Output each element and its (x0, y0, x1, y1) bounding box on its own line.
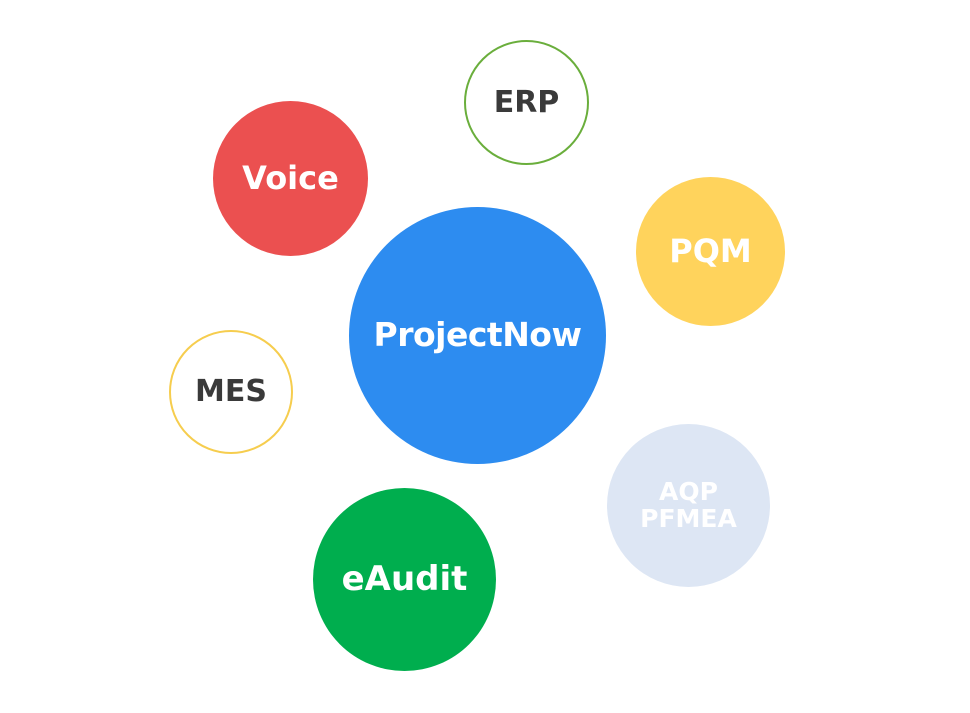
aqp-label-line: AQP (659, 477, 718, 507)
erp-bubble: ERP (464, 40, 589, 165)
aqp-pfmea-bubble: AQP PFMEA (607, 424, 770, 587)
voice-bubble: Voice (213, 101, 368, 256)
eaudit-label: eAudit (341, 558, 468, 599)
projectnow-center-bubble: ProjectNow (349, 207, 606, 464)
pqm-bubble: PQM (636, 177, 785, 326)
voice-label: Voice (242, 158, 339, 197)
mes-bubble: MES (169, 330, 293, 454)
mes-label: MES (195, 374, 267, 410)
eaudit-bubble: eAudit (313, 488, 496, 671)
pfmea-label-line: PFMEA (640, 503, 737, 533)
pqm-label: PQM (669, 231, 752, 270)
aqp-pfmea-label: AQP PFMEA (640, 477, 737, 533)
projectnow-label: ProjectNow (373, 315, 582, 355)
erp-label: ERP (493, 84, 560, 120)
